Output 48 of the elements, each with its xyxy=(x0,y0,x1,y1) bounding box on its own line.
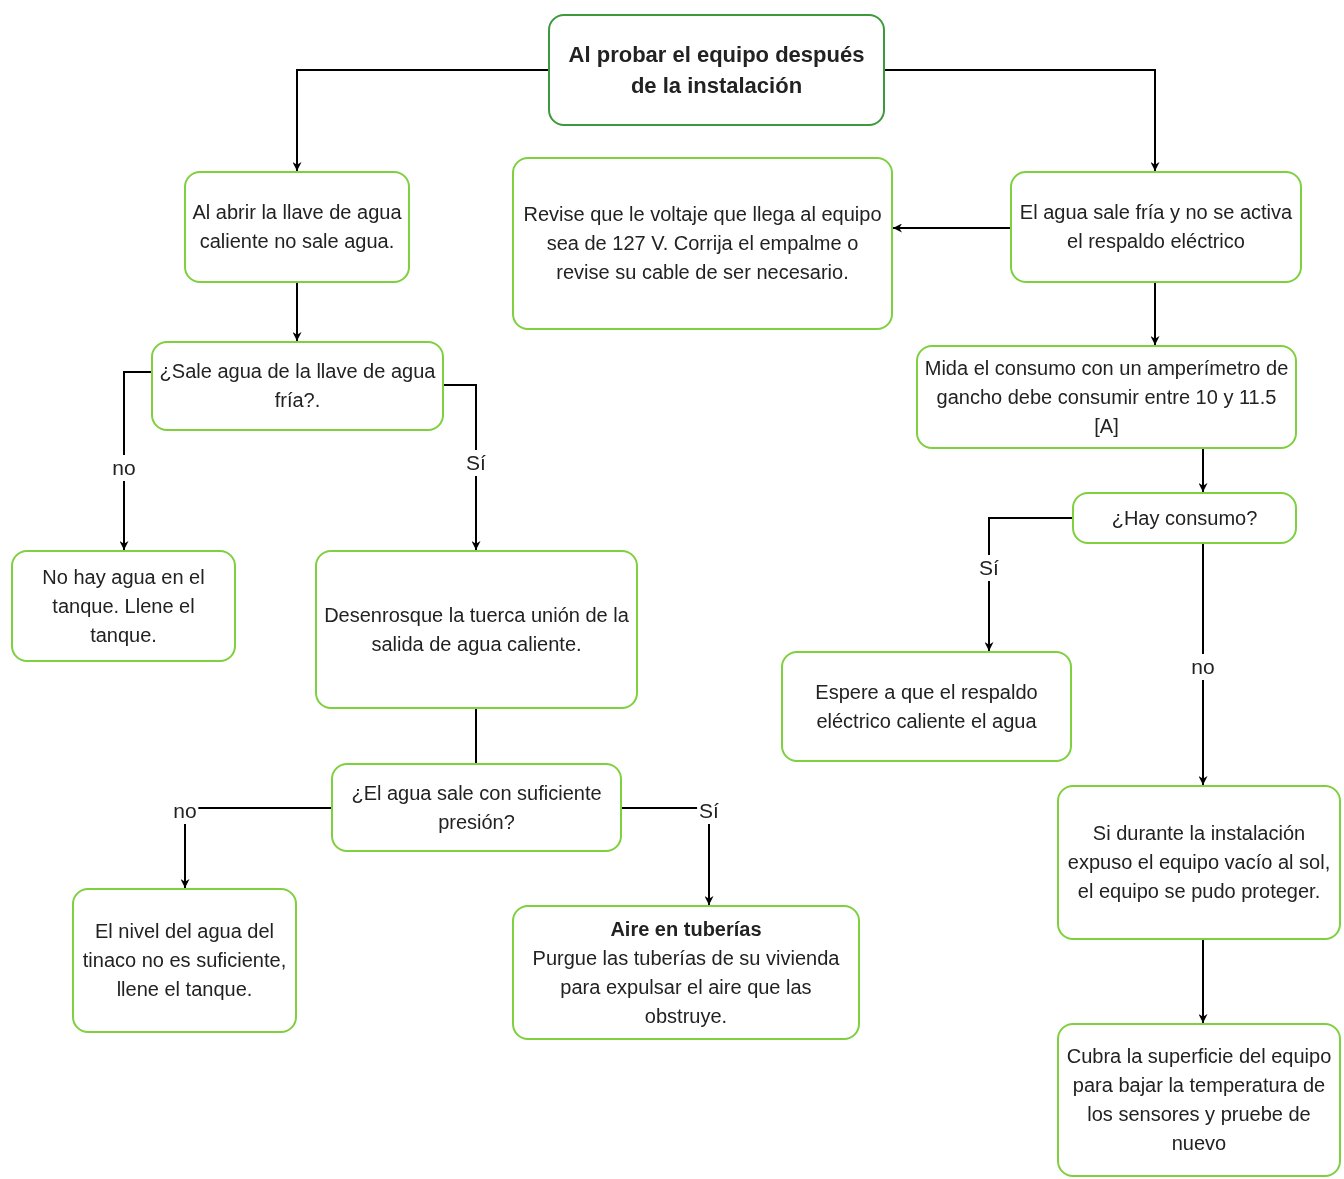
box-text: Purgue las tuberías de su vivienda para expulsar el aire que las obstruye. xyxy=(531,945,841,1029)
box-text: Si durante la instalación expuso el equipo vacío al sol, el equipo se pudo proteger. xyxy=(1066,821,1332,904)
box-text: Al abrir la llave de agua caliente no sale agua. xyxy=(192,200,402,254)
edge-label: no xyxy=(1189,654,1217,680)
process-box xyxy=(916,345,1297,449)
process-box xyxy=(11,550,236,662)
process-box xyxy=(781,651,1072,762)
process-box xyxy=(72,888,297,1033)
arrow xyxy=(892,223,1011,233)
process-box xyxy=(1057,1023,1341,1177)
arrow xyxy=(119,371,152,551)
box-text: El nivel del agua del tinaco no es suficiente, llene el tanque. xyxy=(81,919,288,1002)
decision-box xyxy=(1072,492,1297,544)
box-text: Mida el consumo con un amperímetro de gancho debe consumir entre 10 y 11.5 [A] xyxy=(924,355,1289,439)
process-box xyxy=(512,157,893,330)
arrow xyxy=(292,69,549,172)
start-box xyxy=(548,14,885,126)
process-box xyxy=(184,171,410,283)
edge-label: Sí xyxy=(464,450,488,476)
connector-line xyxy=(475,708,477,764)
box-heading: Aire en tuberías xyxy=(610,916,762,942)
decision-box xyxy=(331,763,622,852)
box-text: No hay agua en el tanque. Llene el tanque. xyxy=(41,564,206,648)
box-text: Revise que le voltaje que llega al equipo sea de 127 V. Corrija el empalme o revise su cable de ser necesario. xyxy=(522,202,883,285)
edge-label: no xyxy=(110,455,138,481)
box-text: ¿El agua sale con suficiente presión? xyxy=(350,780,603,835)
box-text: Cubra la superficie del equipo para bajar la temperatura de los sensores y pruebe de nuevo xyxy=(1065,1044,1333,1156)
process-box xyxy=(1057,785,1341,940)
box-text: ¿Sale agua de la llave de agua fría?. xyxy=(159,359,436,413)
arrow xyxy=(1198,939,1208,1024)
box-text: El agua sale fría y no se activa el respaldo eléctrico xyxy=(1018,200,1294,254)
process-box xyxy=(315,550,638,709)
arrow xyxy=(884,69,1160,172)
arrow xyxy=(180,807,332,889)
arrow xyxy=(443,384,481,551)
arrow xyxy=(1198,543,1208,786)
arrow xyxy=(984,517,1073,652)
arrow xyxy=(292,282,302,342)
box-text: ¿Hay consumo? xyxy=(1111,505,1258,531)
box-text: Desenrosque la tuerca unión de la salida de agua caliente. xyxy=(323,602,630,657)
box-text: Al probar el equipo después de la instalación xyxy=(567,41,866,100)
edge-label: Sí xyxy=(977,555,1001,581)
arrow xyxy=(1150,282,1160,346)
process-box xyxy=(1010,171,1302,283)
process-box xyxy=(151,341,444,431)
box-text: Espere a que el respaldo eléctrico caliente el agua xyxy=(814,679,1039,734)
arrow xyxy=(1198,448,1208,493)
process-box xyxy=(512,905,860,1040)
